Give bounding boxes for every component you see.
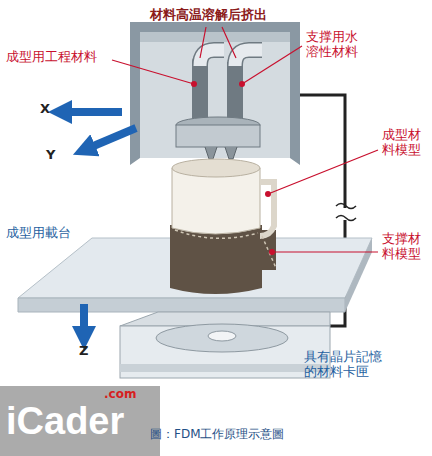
cartridge-spool: [156, 324, 288, 352]
cable: [298, 95, 345, 208]
figure-caption: 圖：FDM工作原理示意圖: [150, 428, 390, 442]
leader-lines: [112, 27, 378, 252]
platform-side: [345, 238, 372, 312]
watermark: iCader: [6, 400, 156, 444]
pipe-outline: [200, 50, 224, 66]
watermark: .com: [104, 388, 144, 402]
title-callout: 材料高温溶解后挤出: [150, 8, 290, 23]
nozzles: [205, 147, 237, 159]
axis-label: Y: [46, 148, 60, 163]
part-label: 具有晶片記憶的材料卡匣: [304, 350, 388, 380]
support-pipe: [229, 62, 242, 120]
part-label: 成型用工程材料: [6, 50, 116, 65]
cartridge-rail: [120, 364, 330, 372]
leader-dots: [191, 81, 275, 255]
nozzle-block: [176, 125, 260, 147]
build-pipe: [194, 62, 207, 120]
part-label: 支撑材料模型: [382, 232, 426, 262]
z-axis-arrow: [80, 304, 88, 338]
pipe-outline: [227, 62, 243, 120]
cup-handle: [260, 182, 274, 236]
head-shade: [140, 32, 290, 42]
head-housing: [130, 22, 300, 165]
cup-model: [172, 168, 260, 234]
cup-rim: [172, 159, 260, 177]
platform-front: [18, 298, 345, 312]
pipe-outline: [235, 50, 262, 66]
support-outline: [175, 230, 276, 268]
part-label: 成型材料模型: [382, 128, 426, 158]
watermark-ground: [0, 386, 160, 456]
x-axis-arrow: [60, 108, 122, 116]
part-label: 成型用載台: [6, 226, 96, 241]
spool-hub: [208, 331, 236, 341]
y-axis-arrow: [84, 128, 136, 150]
part-label: 支撑用水溶性材料: [306, 30, 364, 60]
axis-label: Z: [79, 344, 93, 359]
axis-label: X: [40, 102, 54, 117]
cable-break: [336, 204, 356, 221]
build-pipe-bend: [200, 50, 224, 66]
pipe-outline: [192, 62, 208, 120]
support-pipe-bend: [235, 50, 262, 66]
head-interior: [140, 32, 290, 158]
